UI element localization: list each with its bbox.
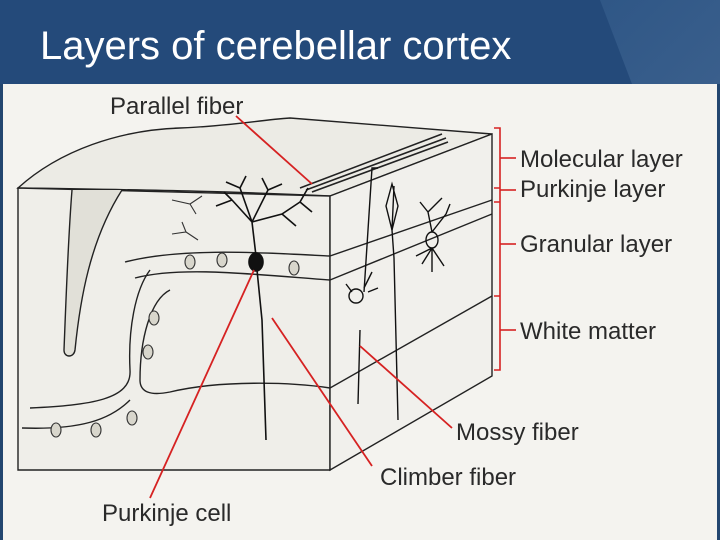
granule-cell-4 <box>148 310 160 326</box>
white-matter-line-front <box>139 289 331 395</box>
layer-bracket <box>494 127 516 371</box>
label-mossy-fiber: Mossy fiber <box>456 419 579 446</box>
basket-cell-1 <box>171 195 203 215</box>
pointer-purkinje-cell <box>149 269 255 499</box>
block-top-surface <box>16 117 493 197</box>
slide-header: Layers of cerebellar cortex <box>0 0 720 84</box>
granule-cell-7 <box>90 422 102 438</box>
purkinje-side-roots <box>415 247 445 272</box>
pointer-lines <box>149 115 453 499</box>
purkinje-layer-line-side <box>329 199 493 257</box>
purkinje-cell-drawing <box>215 175 313 441</box>
inner-granular-curve <box>29 269 151 409</box>
label-purkinje-cell: Purkinje cell <box>102 500 231 527</box>
purkinje-soma <box>248 252 264 272</box>
pointer-mossy-fiber <box>359 345 453 429</box>
purkinje-layer-line-front <box>124 251 331 263</box>
label-molecular-layer: Molecular layer <box>520 146 683 173</box>
purkinje-dendrites <box>215 175 313 257</box>
purkinje-axon <box>256 269 267 441</box>
label-white-matter: White matter <box>520 318 656 345</box>
basket-cell-2 <box>171 221 199 241</box>
pointer-parallel-fiber <box>235 115 313 185</box>
granule-cell-5 <box>142 344 154 360</box>
granule-cell-3 <box>288 260 300 276</box>
label-purkinje-layer: Purkinje layer <box>520 176 665 203</box>
purkinje-side-tree <box>419 197 451 233</box>
cortex-block <box>16 117 493 472</box>
slide-title: Layers of cerebellar cortex <box>40 24 512 68</box>
side-neurons <box>345 167 451 421</box>
granule-cell-side <box>348 288 364 304</box>
mossy-fiber-axon <box>357 167 378 405</box>
white-matter-line-side <box>329 295 493 389</box>
purkinje-side-dendrite <box>385 181 399 231</box>
granule-cell-6 <box>50 422 62 438</box>
label-parallel-fiber: Parallel fiber <box>110 93 243 120</box>
label-granular-layer: Granular layer <box>520 231 672 258</box>
granular-layer-line-side <box>329 213 493 281</box>
granule-cell-8 <box>126 410 138 426</box>
folium-sulcus <box>63 189 123 357</box>
white-matter-lower-curve <box>21 399 131 429</box>
granule-cell-2 <box>216 252 228 268</box>
pointer-climber-fiber <box>271 317 373 467</box>
label-climber-fiber: Climber fiber <box>380 464 516 491</box>
layer-bracket-line <box>494 127 501 371</box>
block-right-face <box>329 132 493 472</box>
granule-rosette <box>345 271 379 293</box>
climbing-fiber-side <box>391 185 399 421</box>
parallel-fibers <box>299 133 449 193</box>
granule-cell-1 <box>184 254 196 270</box>
small-neurons <box>50 195 300 438</box>
granular-layer-line-front <box>134 271 331 281</box>
